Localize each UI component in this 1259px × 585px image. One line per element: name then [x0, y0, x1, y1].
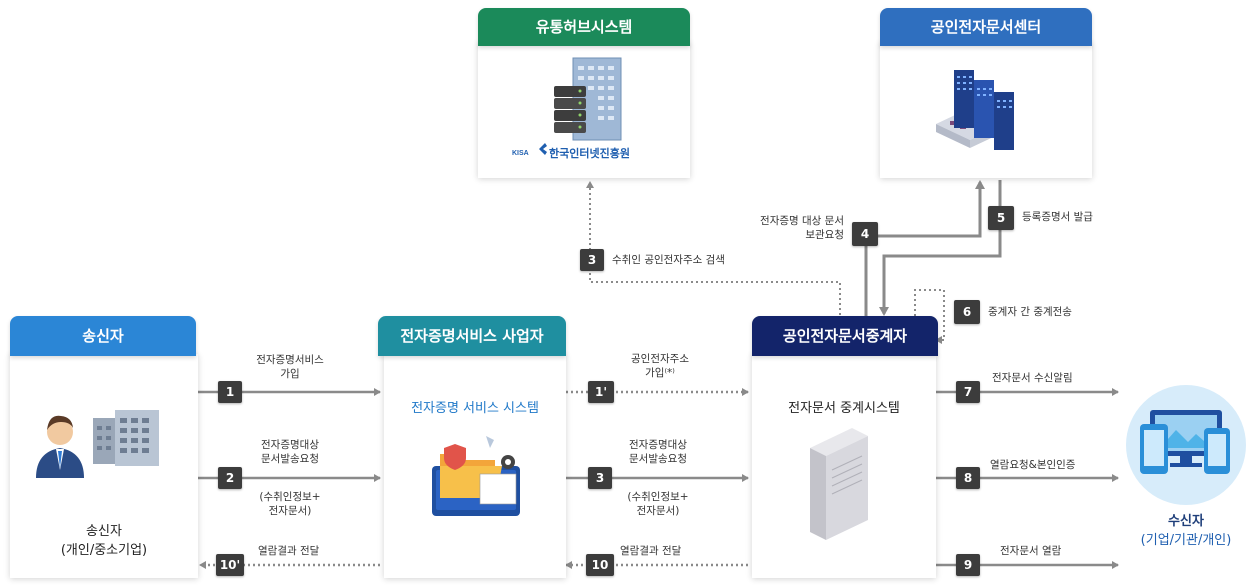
sender-title: 송신자 [10, 316, 196, 356]
receiver-label-sub: (기업/기관/개인) [1140, 533, 1232, 548]
step-label-7: 전자문서 수신알림 [992, 372, 1073, 384]
sender-label: 송신자 (개인/중소기업) [10, 522, 198, 560]
step-label-3: 전자증명대상 문서발송요청 [608, 438, 708, 466]
step-label-6: 중계자 간 중계전송 [988, 306, 1072, 318]
step-badge-9: 9 [956, 554, 980, 576]
step-4-line-1: 전자증명 대상 문서 [760, 215, 844, 227]
step-badge-4: 4 [852, 222, 878, 246]
step-badge-1: 1 [218, 381, 242, 403]
receiver-label-main: 수신자 [1168, 514, 1204, 529]
step-2-sub-2: 전자문서) [268, 505, 312, 517]
step-badge-2: 2 [218, 467, 242, 489]
step-2-line-1: 전자증명대상 [261, 439, 319, 451]
step-badge-10p: 10' [216, 554, 244, 576]
step-label-3-search: 수취인 공인전자주소 검색 [612, 254, 725, 266]
kisa-logo-mark: KISA [512, 150, 529, 157]
arrow-step-3-search [586, 181, 841, 315]
provider-system-name: 전자증명 서비스 시스템 [411, 401, 539, 416]
step-label-1p: 공인전자주소 가입⁽*⁾ [610, 352, 710, 380]
step-label-10: 열람결과 전달 [620, 545, 682, 557]
step-1-line-2: 가입 [280, 368, 300, 380]
arrow-step-6 [914, 289, 945, 344]
step-1p-line-1: 공인전자주소 [631, 353, 689, 365]
kisa-logo-text: 한국인터넷진흥원 [549, 147, 630, 160]
relay-system-name: 전자문서 중계시스템 [788, 401, 900, 416]
step-label-9: 전자문서 열람 [1000, 545, 1062, 557]
step-badge-1p: 1' [588, 381, 614, 403]
step-badge-5: 5 [988, 206, 1014, 230]
step-label-3-sub: (수취인정보+ 전자문서) [608, 490, 708, 518]
step-badge-10: 10 [586, 554, 614, 576]
arrow-step-4 [864, 180, 985, 318]
step-badge-3-search: 3 [580, 249, 604, 271]
step-label-8: 열람요청&본인인증 [990, 459, 1076, 471]
step-1p-line-2: 가입⁽*⁾ [645, 367, 675, 379]
hub-title: 유통허브시스템 [478, 8, 690, 46]
step-3-sub-2: 전자문서) [636, 505, 680, 517]
step-label-2: 전자증명대상 문서발송요청 [240, 438, 340, 466]
receiver-label: 수신자 (기업/기관/개인) [1120, 512, 1252, 550]
step-label-5: 등록증명서 발급 [1022, 211, 1093, 223]
step-1-line-1: 전자증명서비스 [256, 354, 324, 366]
step-4-line-2: 보관요청 [805, 229, 844, 241]
relay-title: 공인전자문서중계자 [752, 316, 938, 356]
sender-label-sub: (개인/중소기업) [60, 543, 148, 558]
step-badge-3: 3 [588, 467, 612, 489]
step-label-4: 전자증명 대상 문서 보관요청 [734, 214, 844, 242]
step-2-sub-1: (수취인정보+ [259, 491, 321, 503]
step-badge-8: 8 [956, 467, 980, 489]
step-3-line-1: 전자증명대상 [629, 439, 687, 451]
center-title: 공인전자문서센터 [880, 8, 1092, 46]
step-badge-6: 6 [954, 300, 980, 324]
step-2-line-2: 문서발송요청 [261, 453, 319, 465]
provider-title: 전자증명서비스 사업자 [378, 316, 566, 356]
step-3-sub-1: (수취인정보+ [627, 491, 689, 503]
step-label-1: 전자증명서비스 가입 [240, 353, 340, 381]
sender-label-main: 송신자 [86, 524, 122, 539]
step-label-2-sub: (수취인정보+ 전자문서) [240, 490, 340, 518]
step-label-10p: 열람결과 전달 [258, 545, 320, 557]
step-3-line-2: 문서발송요청 [629, 453, 687, 465]
step-badge-7: 7 [956, 381, 980, 403]
